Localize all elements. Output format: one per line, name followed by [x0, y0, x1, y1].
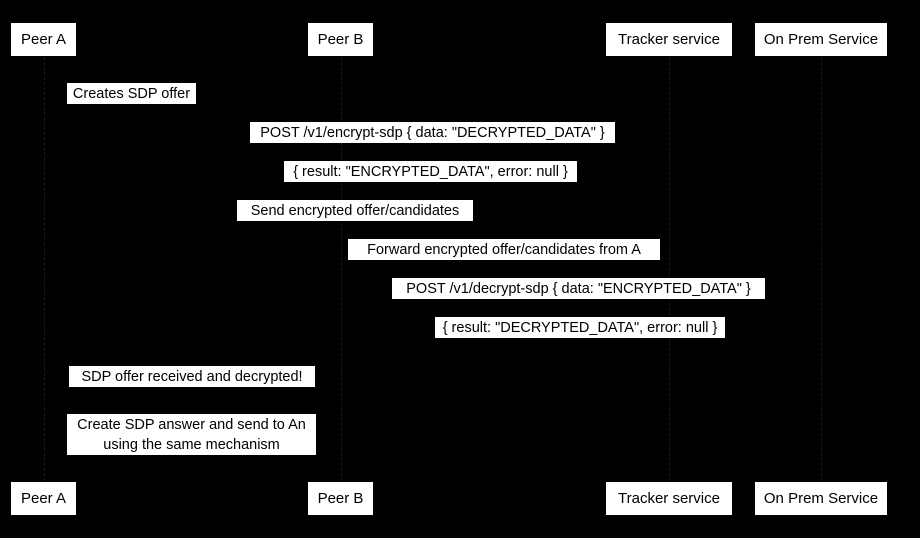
- lifeline-peer-a: [43, 57, 45, 481]
- actor-footer-on-prem-service[interactable]: On Prem Service: [754, 481, 888, 516]
- message-sdp-offer-received[interactable]: SDP offer received and decrypted!: [69, 366, 315, 387]
- message-create-sdp-answer[interactable]: Create SDP answer and send to An using t…: [67, 414, 316, 455]
- message-creates-sdp-offer[interactable]: Creates SDP offer: [67, 83, 196, 104]
- actor-header-peer-b[interactable]: Peer B: [307, 22, 374, 57]
- actor-footer-peer-b[interactable]: Peer B: [307, 481, 374, 516]
- actor-footer-peer-a[interactable]: Peer A: [10, 481, 77, 516]
- lifeline-tracker-service: [669, 57, 670, 481]
- message-post-decrypt-sdp[interactable]: POST /v1/decrypt-sdp { data: "ENCRYPTED_…: [392, 278, 765, 299]
- lifeline-peer-b: [340, 57, 342, 481]
- message-post-encrypt-sdp[interactable]: POST /v1/encrypt-sdp { data: "DECRYPTED_…: [250, 122, 615, 143]
- actor-header-on-prem-service[interactable]: On Prem Service: [754, 22, 888, 57]
- message-forward-encrypted-offer[interactable]: Forward encrypted offer/candidates from …: [348, 239, 660, 260]
- message-decrypt-sdp-result[interactable]: { result: "DECRYPTED_DATA", error: null …: [435, 317, 725, 338]
- message-send-encrypted-offer[interactable]: Send encrypted offer/candidates: [237, 200, 473, 221]
- lifeline-on-prem-service: [821, 57, 822, 481]
- actor-header-peer-a[interactable]: Peer A: [10, 22, 77, 57]
- actor-header-tracker-service[interactable]: Tracker service: [605, 22, 733, 57]
- message-create-sdp-answer-line-1: Create SDP answer and send to An: [77, 416, 306, 433]
- message-create-sdp-answer-line-2: using the same mechanism: [103, 436, 280, 453]
- actor-footer-tracker-service[interactable]: Tracker service: [605, 481, 733, 516]
- message-encrypt-sdp-result[interactable]: { result: "ENCRYPTED_DATA", error: null …: [284, 161, 577, 182]
